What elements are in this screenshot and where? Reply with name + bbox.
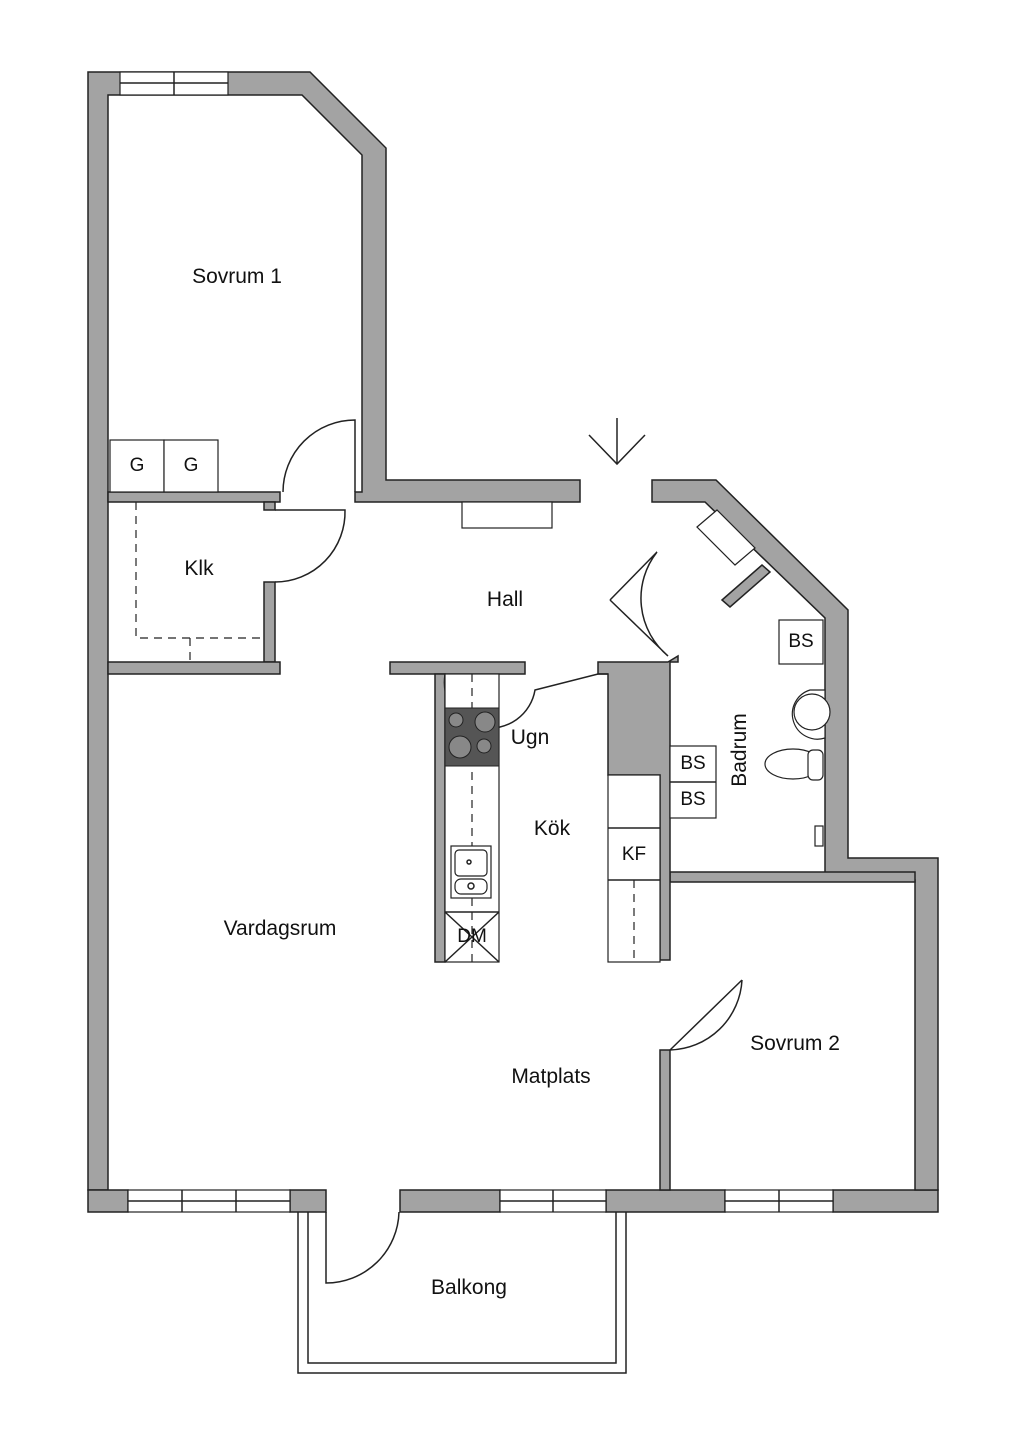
room-label-kok: Kök <box>533 817 571 840</box>
klk-shelf-outline <box>135 502 264 639</box>
wall-sovrum1-bottom <box>107 491 281 503</box>
wall-bottom-mid3 <box>605 1189 726 1213</box>
room-label-balkong: Balkong <box>431 1276 507 1299</box>
room-label-klk: Klk <box>184 557 214 580</box>
stove-icon <box>444 707 500 767</box>
wall-klk-right-b <box>263 581 276 663</box>
kitchen-cabinets <box>607 774 661 963</box>
wardrobe-2 <box>163 439 219 493</box>
wall-kitchen-top <box>389 661 526 675</box>
wall-bottom-mid2 <box>399 1189 501 1213</box>
label-bs-3: BS <box>680 789 706 810</box>
label-bs-2: BS <box>680 753 706 774</box>
toilet-icon <box>764 748 824 781</box>
label-kf: KF <box>621 844 647 865</box>
wall-badrum-diag <box>720 564 772 608</box>
room-label-sovrum1: Sovrum 1 <box>192 265 282 288</box>
room-label-hall: Hall <box>486 588 524 611</box>
entrance-arrow-icon <box>588 418 646 466</box>
windows <box>119 71 834 1213</box>
label-bs-1: BS <box>788 631 814 652</box>
wall-klk-bottom <box>107 661 281 675</box>
wall-bottom-left <box>87 1189 129 1213</box>
wall-kitchen-left <box>434 673 446 963</box>
wall-right-shell <box>651 479 939 1191</box>
label-ugn: Ugn <box>510 726 550 749</box>
label-dm: DM <box>457 926 487 947</box>
label-wardrobe-2: G <box>183 455 199 476</box>
hall-cabinet <box>696 509 756 566</box>
washbasin-icon <box>791 689 831 740</box>
room-label-vardagsrum: Vardagsrum <box>223 917 337 940</box>
wall-bottom-right <box>832 1189 939 1213</box>
wall-bottom-mid1 <box>289 1189 327 1213</box>
wall-klk-right-a <box>263 501 276 511</box>
room-label-sovrum2: Sovrum 2 <box>750 1032 840 1055</box>
wardrobe-1 <box>109 439 165 493</box>
wall-sovrum2-left <box>659 1049 671 1191</box>
room-label-badrum: Badrum <box>728 713 751 787</box>
room-label-matplats: Matplats <box>511 1065 591 1088</box>
balcony-railing <box>297 1212 627 1374</box>
dishwasher <box>444 911 500 963</box>
wall-sovrum1-shell <box>87 71 581 1191</box>
sink-icon <box>450 845 492 899</box>
doors <box>274 419 743 1284</box>
bathroom-cabinet <box>778 619 824 665</box>
wall-sovrum2-top <box>669 871 916 883</box>
hall-shelf <box>461 501 553 529</box>
faucet-icon <box>814 825 824 847</box>
label-wardrobe-1: G <box>129 455 145 476</box>
